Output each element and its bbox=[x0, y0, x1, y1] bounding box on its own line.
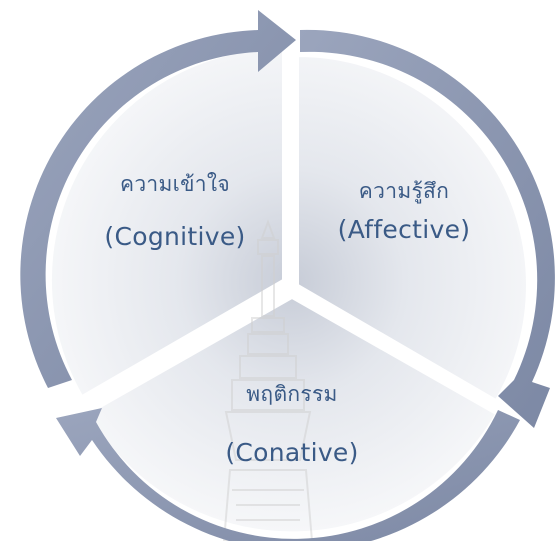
arrow-band-affective bbox=[300, 29, 555, 429]
label-affective-thai: ความรู้สึก bbox=[358, 179, 450, 203]
watermark-tower-icon bbox=[222, 219, 314, 541]
label-affective-english: (Affective) bbox=[337, 215, 471, 244]
label-cognitive-thai: ความเข้าใจ bbox=[119, 172, 231, 196]
label-cognitive-english: (Cognitive) bbox=[104, 222, 246, 251]
wedge-affective bbox=[297, 54, 528, 402]
label-conative-english: (Conative) bbox=[225, 438, 359, 467]
arrow-band-conative bbox=[56, 408, 520, 541]
label-conative-thai: พฤติกรรม bbox=[246, 382, 338, 406]
wedge-conative bbox=[86, 296, 498, 534]
arrow-band-cognitive bbox=[20, 10, 296, 388]
